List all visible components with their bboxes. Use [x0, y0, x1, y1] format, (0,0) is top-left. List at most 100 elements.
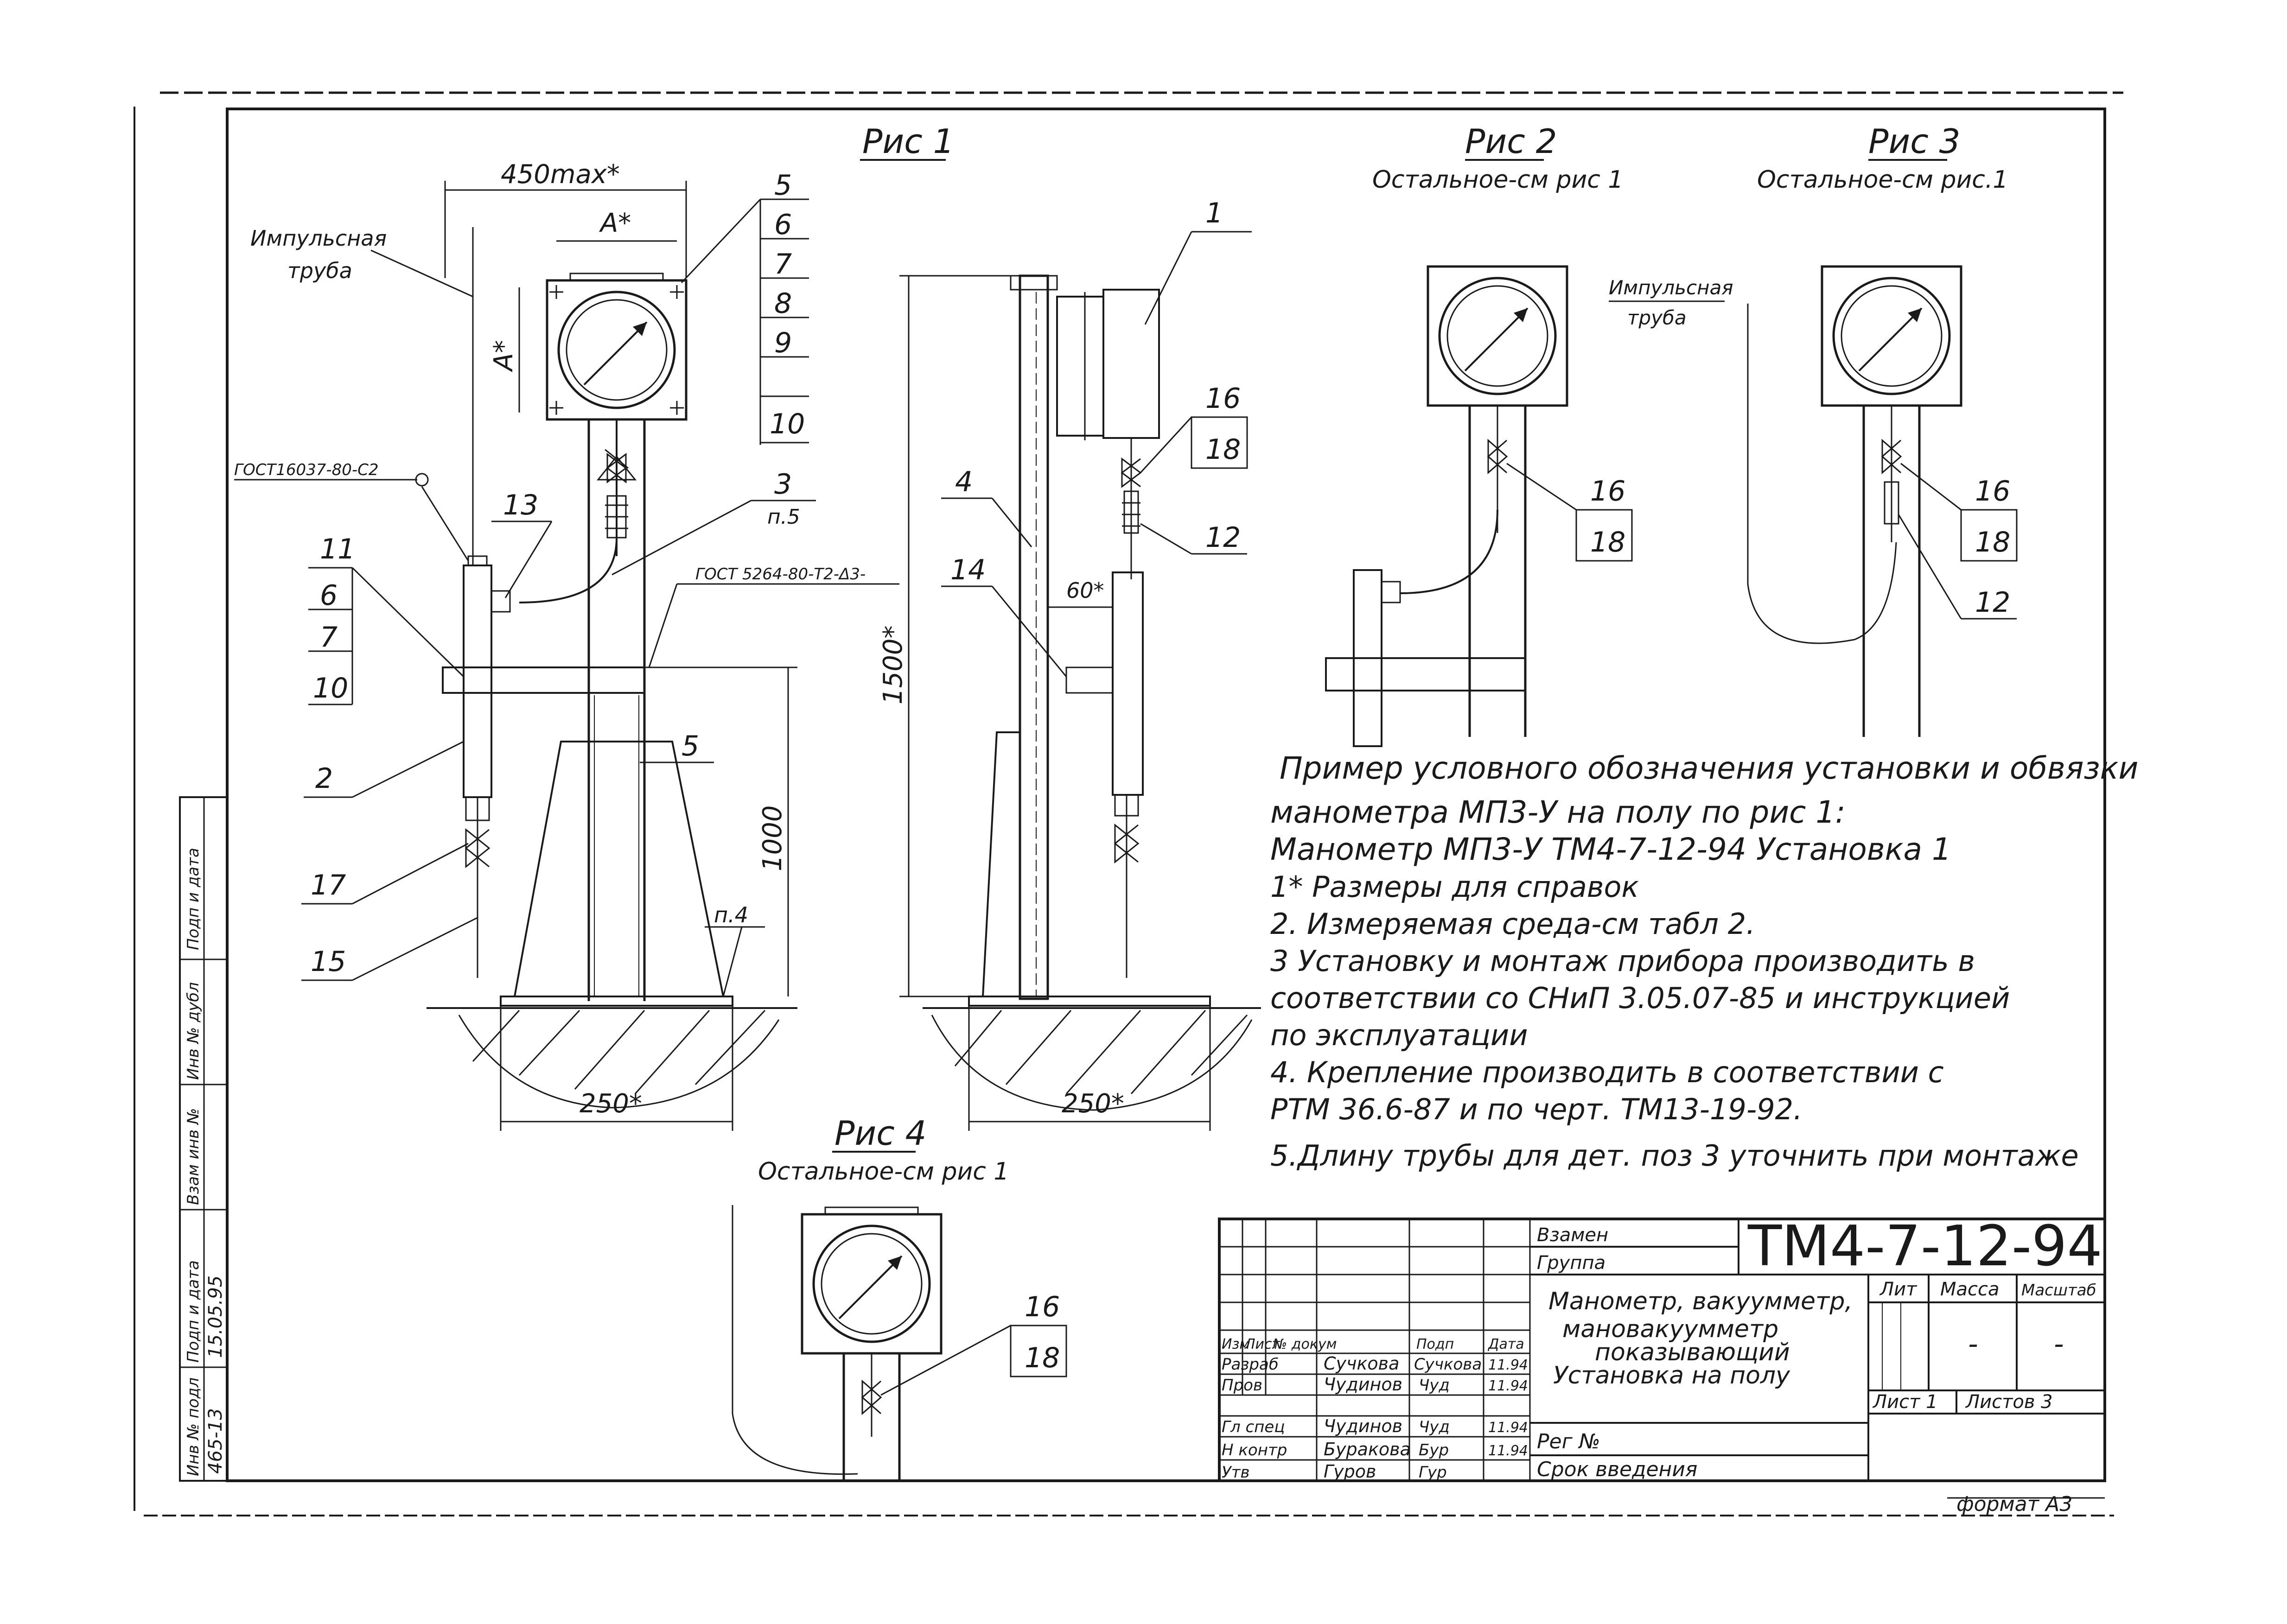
figure-1-front-view: Рис 1 450max* A* A* Импульсная труба	[234, 122, 955, 1131]
side-pos-12: 12	[1205, 521, 1241, 554]
tb-title-2: мановакуумметр	[1562, 1315, 1778, 1343]
dim-60: 60*	[1066, 578, 1104, 603]
dim-250: 250*	[580, 1089, 642, 1119]
tb-r2-role: Пров	[1222, 1376, 1262, 1395]
fig4-pos-18: 18	[1025, 1342, 1060, 1374]
tb-hdr-doc: № докум	[1272, 1336, 1337, 1352]
stamp-label-4: Подп и дата	[184, 1260, 203, 1363]
pos-3-note: п.5	[767, 505, 800, 529]
tb-r5-name: Гуров	[1324, 1461, 1376, 1482]
tb-format: формат А3	[1956, 1492, 2072, 1516]
pos-7: 7	[774, 248, 792, 280]
tb-r4-sign: Бур	[1419, 1441, 1449, 1459]
drawing-frame	[134, 91, 2123, 1516]
side-pos-14: 14	[950, 554, 986, 586]
pos-15: 15	[311, 945, 346, 978]
tb-r3-role: Гл спец	[1222, 1418, 1285, 1436]
note-line-9: 4. Крепление производить в соответствии …	[1270, 1055, 1944, 1089]
tb-title-4: Установка на полу	[1553, 1362, 1790, 1389]
gost-16037: ГОСТ16037-80-С2	[234, 461, 379, 479]
tb-r3-date: 11.94	[1488, 1420, 1528, 1436]
pos-10: 10	[770, 408, 805, 440]
tb-r5-role: Утв	[1222, 1463, 1250, 1482]
pos-6: 6	[774, 209, 792, 241]
tb-massa-value: -	[1968, 1328, 1978, 1360]
tb-r1-sign: Сучкова	[1414, 1355, 1482, 1374]
note-line-5: 2. Измеряемая среда-см табл 2.	[1270, 907, 1755, 941]
note-line-4: 1* Размеры для справок	[1270, 870, 1639, 904]
stamp-label-2: Инв № дубл	[184, 982, 203, 1080]
tb-r4-name: Буракова	[1324, 1439, 1411, 1459]
note-line-1: Пример условного обозначения установки и…	[1280, 750, 2138, 786]
side-dim-250: 250*	[1062, 1089, 1124, 1119]
tb-hdr-list: Лист	[1244, 1336, 1281, 1352]
dim-a-horizontal: A*	[599, 208, 631, 238]
notes-block: Пример условного обозначения установки и…	[1270, 750, 2138, 1173]
stamp-label-5: Инв № подл	[184, 1377, 203, 1476]
note-line-7: соответствии со СНиП 3.05.07-85 и инстру…	[1270, 981, 2010, 1015]
figure-1-side-view: 1 16 18 12 60* 4 14	[878, 197, 1261, 1131]
note-p4: п.4	[714, 902, 748, 927]
stamp-label-3: Взам инв №	[184, 1108, 203, 1205]
fig4-pos-16: 16	[1025, 1291, 1060, 1323]
pos-8: 8	[774, 287, 792, 320]
note-line-6: 3 Установку и монтаж прибора производить…	[1270, 944, 1975, 978]
tb-title-1: Манометр, вакуумметр,	[1548, 1288, 1853, 1315]
fig2-title: Рис 2	[1465, 122, 1557, 161]
tb-masshtab: Масштаб	[2021, 1281, 2096, 1300]
tb-reg-no: Рег №	[1537, 1430, 1600, 1453]
pos-9: 9	[774, 327, 792, 359]
fig3-impulse-label: Импульсная	[1609, 276, 1733, 299]
fig4-title: Рис 4	[835, 1114, 927, 1153]
tb-title-3: показывающий	[1595, 1339, 1790, 1366]
tb-r2-sign: Чуд	[1419, 1376, 1450, 1395]
side-pos-16: 16	[1205, 382, 1241, 415]
pos-5b: 5	[682, 730, 699, 762]
title-block: Взамен Группа ТМ4-7-12-94 Манометр, ваку…	[1218, 1214, 2106, 1516]
fig3-pos-12: 12	[1975, 586, 2010, 619]
pos-5: 5	[774, 169, 792, 202]
note-line-10: РТМ 36.6-87 и по черт. ТМ13-19-92.	[1270, 1092, 1803, 1126]
tb-hdr-podp: Подп	[1416, 1336, 1454, 1352]
side-pos-4: 4	[955, 466, 973, 498]
dim-1500: 1500*	[878, 625, 908, 704]
fig3-impulse-label-2: труба	[1627, 306, 1687, 329]
pos-17: 17	[311, 869, 346, 901]
fig2-pos-18: 18	[1590, 526, 1625, 558]
side-pos-1: 1	[1205, 197, 1223, 229]
tb-r2-date: 11.94	[1488, 1378, 1528, 1394]
tb-r1-date: 11.94	[1488, 1357, 1528, 1373]
tb-r2-name: Чудинов	[1324, 1374, 1402, 1395]
figure-2: Рис 2 Остальное-см рис 1 16 18	[1325, 122, 1633, 747]
dim-a-vertical: A*	[489, 340, 519, 372]
note-line-2: манометра МП3-У на полу по рис 1:	[1270, 794, 1846, 830]
tb-hdr-izm: Изм	[1222, 1336, 1250, 1352]
tb-gruppa: Группа	[1537, 1252, 1605, 1274]
tb-masshtab-value: -	[2054, 1328, 2064, 1360]
pos-10b: 10	[313, 672, 348, 704]
dim-1000: 1000	[758, 805, 788, 871]
pos-2: 2	[315, 762, 333, 795]
stamp-label-1: Подп и дата	[184, 848, 203, 950]
impulse-pipe-label: Импульсная	[250, 226, 387, 251]
tb-r1-name: Сучкова	[1324, 1353, 1399, 1374]
tb-r4-date: 11.94	[1488, 1443, 1528, 1459]
tb-r5-sign: Гур	[1419, 1463, 1447, 1482]
fig3-subtitle: Остальное-см рис.1	[1757, 166, 2008, 194]
fig3-pos-16: 16	[1975, 475, 2010, 508]
tb-massa: Масса	[1940, 1279, 2000, 1300]
fig1-title: Рис 1	[862, 122, 955, 161]
tb-hdr-data: Дата	[1487, 1336, 1524, 1352]
margin-stamp: Подп и дата Инв № дубл Взам инв № Подп и…	[179, 796, 228, 1482]
tb-r1-role: Разраб	[1222, 1355, 1279, 1374]
pos-6b: 6	[320, 579, 338, 612]
tb-list: Лист 1	[1872, 1391, 1938, 1413]
fig2-pos-16: 16	[1590, 475, 1625, 508]
tb-srok: Срок введения	[1537, 1458, 1697, 1481]
fig2-subtitle: Остальное-см рис 1	[1372, 166, 1623, 194]
fig3-pos-18: 18	[1975, 526, 2010, 558]
tb-r3-name: Чудинов	[1324, 1416, 1402, 1436]
stamp-value-inv: 465-13	[205, 1408, 226, 1474]
note-line-11: 5.Длину трубы для дет. поз 3 уточнить пр…	[1270, 1139, 2079, 1173]
tb-r3-sign: Чуд	[1419, 1418, 1450, 1436]
